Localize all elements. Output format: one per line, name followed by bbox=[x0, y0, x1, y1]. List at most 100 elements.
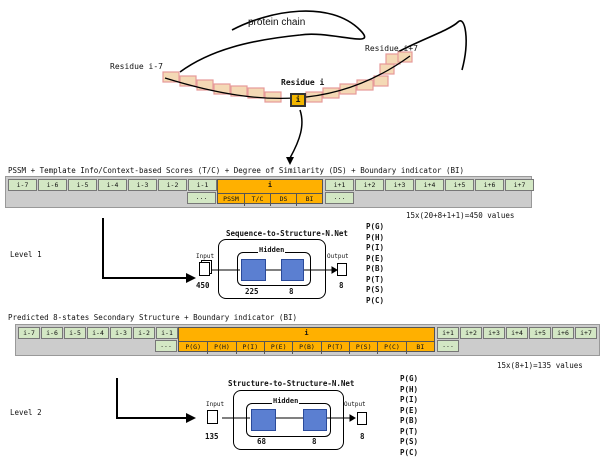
row2-cell: i+2 bbox=[460, 327, 482, 339]
row2-center-label: i bbox=[304, 329, 309, 337]
row1-count: 15x(20+8+1+1)=450 values bbox=[406, 211, 515, 220]
level1-class-item: P(E) bbox=[366, 253, 385, 263]
row1-cell: i-6 bbox=[38, 179, 67, 191]
level1-class-list: P(G)P(H)P(I)P(E)P(B)P(T)P(S)P(C) bbox=[366, 222, 384, 306]
row1-cell: i-5 bbox=[68, 179, 97, 191]
level2-class-item: P(I) bbox=[400, 395, 419, 404]
level2-class-item: P(H) bbox=[400, 384, 419, 394]
level1-class-item: P(H) bbox=[366, 232, 385, 242]
row1-cell: i-4 bbox=[98, 179, 127, 191]
level1-input-label: Input bbox=[196, 253, 215, 260]
level2-h2-count: 8 bbox=[312, 437, 317, 446]
row1-center-sub: BI bbox=[296, 194, 322, 206]
row1-center-sub: PSSM bbox=[223, 195, 239, 203]
row2-cell: i+1 bbox=[437, 327, 459, 339]
row1-cell: i-2 bbox=[158, 179, 187, 191]
row2-center-sub: P(B) bbox=[292, 342, 320, 354]
level2-class-item: P(B) bbox=[400, 416, 419, 425]
row1-center-label: i bbox=[267, 181, 273, 189]
row2-heading: Predicted 8-states Secondary Structure +… bbox=[8, 313, 297, 322]
row2-cell: i-5 bbox=[64, 327, 86, 339]
row2-center-sub: P(C) bbox=[377, 342, 405, 354]
level1-class-item: P(G) bbox=[366, 222, 385, 231]
level1-hidden-label: Hidden bbox=[258, 246, 286, 254]
row1-cell: i+4 bbox=[415, 179, 444, 191]
row2-center-block: i P(G)P(H)P(I)P(E)P(B)P(T)P(S)P(C)BI bbox=[178, 327, 435, 354]
level1-h2-count: 8 bbox=[289, 287, 294, 296]
protein-chain-tail bbox=[397, 20, 467, 71]
level2-class-item: P(S) bbox=[400, 437, 419, 446]
level1-arrow bbox=[102, 218, 188, 279]
level1-class-item: P(B) bbox=[366, 264, 385, 273]
row2-cell: i+3 bbox=[483, 327, 505, 339]
row1-heading: PSSM + Template Info/Context-based Score… bbox=[8, 166, 465, 175]
row2-cell: i-6 bbox=[41, 327, 63, 339]
residue-right-label: Residue i+7 bbox=[365, 44, 418, 53]
row1-cell: i-3 bbox=[128, 179, 157, 191]
level1-class-item: P(T) bbox=[366, 274, 385, 284]
level2-class-item: P(C) bbox=[400, 447, 419, 457]
row2-cell: i-2 bbox=[133, 327, 155, 339]
row2-cell: i+5 bbox=[529, 327, 551, 339]
level1-net-box bbox=[218, 239, 326, 299]
level1-output-icon bbox=[337, 263, 347, 276]
level1-input-icon bbox=[199, 262, 210, 276]
center-residue-box: i bbox=[290, 93, 306, 107]
center-residue-label: i bbox=[295, 95, 301, 104]
row1-cell: i+7 bbox=[505, 179, 534, 191]
level1-h1-count: 225 bbox=[245, 287, 259, 296]
row1-cell: i+1 bbox=[325, 179, 354, 191]
level1-output-count: 8 bbox=[339, 281, 344, 290]
row1-ellipsis: ... bbox=[187, 192, 216, 204]
row2-center-sub: P(T) bbox=[320, 342, 349, 354]
level2-output-icon bbox=[357, 412, 367, 425]
row2-center-sub: P(H) bbox=[207, 342, 235, 354]
residue-left-label: Residue i-7 bbox=[110, 62, 163, 71]
level1-input-count: 450 bbox=[196, 281, 210, 290]
level2-arrow bbox=[116, 378, 188, 419]
level2-input-count: 135 bbox=[205, 432, 219, 441]
level2-h1-count: 68 bbox=[257, 437, 267, 446]
level2-class-item: P(E) bbox=[400, 405, 419, 415]
level2-input-icon bbox=[207, 410, 218, 424]
row2-cell: i-3 bbox=[110, 327, 132, 339]
row2-count: 15x(8+1)=135 values bbox=[497, 361, 583, 370]
level1-class-item: P(I) bbox=[366, 243, 385, 252]
row2-center-sub: P(G) bbox=[185, 343, 201, 351]
level1-label: Level 1 bbox=[10, 250, 42, 259]
level2-hidden-unit-1 bbox=[251, 409, 276, 431]
level2-hidden-label: Hidden bbox=[272, 397, 300, 405]
row2-cell: i+7 bbox=[575, 327, 597, 339]
row1-center-sub: DS bbox=[270, 194, 296, 206]
row1-cell: i+6 bbox=[475, 179, 504, 191]
row2-center-sub: P(E) bbox=[264, 342, 292, 354]
level1-hidden-unit-1 bbox=[241, 259, 266, 281]
level2-output-count: 8 bbox=[360, 432, 365, 441]
row2-cell: i-7 bbox=[18, 327, 40, 339]
level1-output-label: Output bbox=[327, 253, 349, 260]
row2-cell: i-1 bbox=[156, 327, 178, 339]
row1-ellipsis: ... bbox=[325, 192, 354, 204]
level1-net-title: Sequence-to-Structure-N.Net bbox=[226, 229, 348, 238]
row1-cell: i+5 bbox=[445, 179, 474, 191]
level2-class-item: P(T) bbox=[400, 426, 419, 436]
level2-label: Level 2 bbox=[10, 408, 42, 417]
row2-cell: i-4 bbox=[87, 327, 109, 339]
row2-center-sub: BI bbox=[405, 342, 434, 354]
arrow-residue-to-row1 bbox=[289, 109, 303, 159]
row2-cell: i+4 bbox=[506, 327, 528, 339]
row1-cell: i-1 bbox=[188, 179, 217, 191]
level2-class-item: P(G) bbox=[400, 374, 419, 383]
row2-center-sub: P(S) bbox=[349, 342, 377, 354]
level2-net-box bbox=[233, 390, 344, 450]
row2-cell: i+6 bbox=[552, 327, 574, 339]
level2-input-label: Input bbox=[206, 401, 225, 408]
row2-ellipsis: ... bbox=[437, 340, 459, 352]
level2-output-label: Output bbox=[344, 401, 366, 408]
residue-center-label: Residue i bbox=[281, 78, 325, 87]
level1-class-item: P(C) bbox=[366, 295, 385, 305]
